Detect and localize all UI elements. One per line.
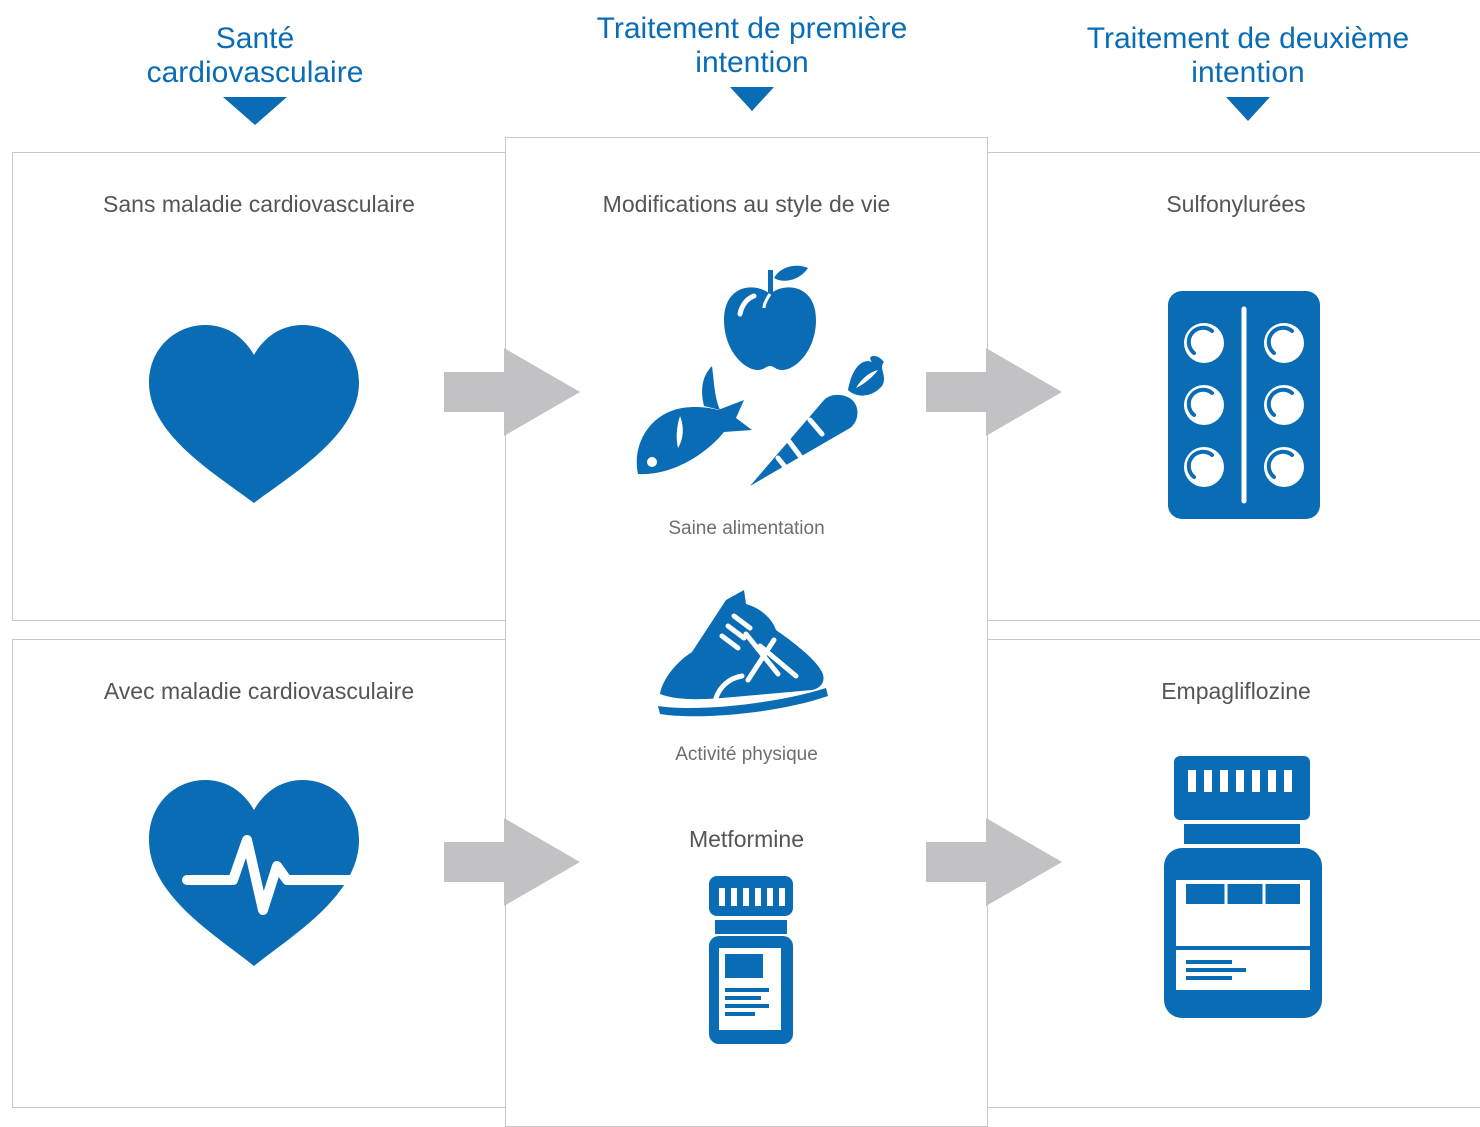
box-with-cvd: Avec maladie cardiovasculaire [12,639,506,1108]
arrow-icon [444,348,580,436]
sneaker-icon [658,590,828,717]
header-first-line-treatment: Traitement de première intention [567,12,937,111]
header-triangle-icon [730,87,774,111]
apple-icon [724,265,816,370]
box-empagliflozin: Empagliflozine [986,639,1480,1108]
box-title: Modifications au style de vie [602,191,891,217]
arrow-icon [926,818,1062,906]
header-title: Traitement de première intention [596,12,908,79]
box-title: Sans maladie cardiovasculaire [103,191,415,217]
box-title: Avec maladie cardiovasculaire [103,678,415,704]
arrow-icon [926,348,1062,436]
blister-pack-icon [1168,291,1320,519]
box-title: Empagliflozine [1161,678,1311,704]
header-triangle-icon [223,97,287,125]
box-without-cvd: Sans maladie cardiovasculaire [12,152,506,621]
box-first-line: Modifications au style de vie Saine alim… [505,137,988,1127]
header-title: Traitement de deuxième intention [1086,22,1410,89]
activity-label: Activité physique [675,744,818,765]
metformin-title: Metformine [688,826,805,852]
header-triangle-icon [1226,97,1270,121]
pill-bottle-icon [709,876,793,1044]
box-title: Sulfonylurées [1166,191,1306,217]
diet-label: Saine alimentation [668,518,825,539]
box-sulfonylureas: Sulfonylurées [986,152,1480,621]
fish-icon [636,366,752,475]
medicine-jar-icon [1164,756,1322,1018]
carrot-icon [750,355,884,486]
header-cardiovascular-health: Santé cardiovasculaire [105,22,405,125]
heart-icon [149,325,359,503]
arrow-icon [444,818,580,906]
heart-pulse-icon [149,780,382,966]
header-title: Santé cardiovasculaire [146,22,364,89]
header-second-line-treatment: Traitement de deuxième intention [1063,22,1433,121]
